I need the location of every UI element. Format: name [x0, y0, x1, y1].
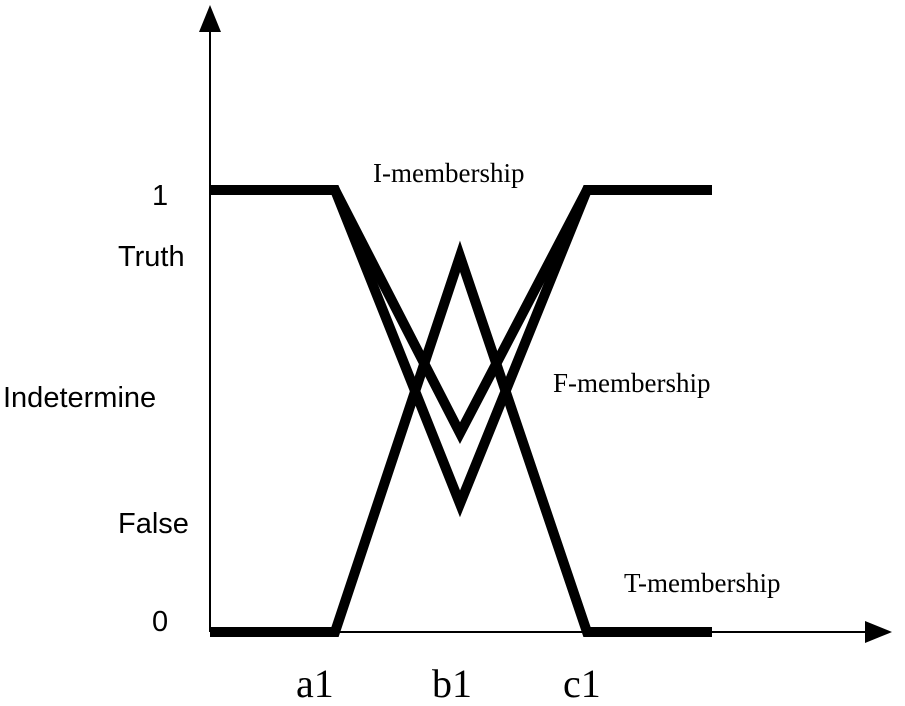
label-f-membership: F-membership [553, 368, 711, 398]
y-label-truth: Truth [118, 241, 185, 273]
x-label-a1: a1 [296, 661, 334, 706]
x-axis-arrowhead [865, 621, 892, 643]
y-axis-arrowhead [199, 5, 221, 32]
y-label-zero: 0 [152, 606, 169, 638]
curves-layer [210, 185, 712, 637]
x-label-b1: b1 [432, 661, 472, 706]
y-label-one: 1 [152, 180, 169, 212]
label-i-membership: I-membership [373, 158, 525, 188]
y-label-indeterminate: Indetermine [3, 382, 157, 414]
y-label-false: False [118, 508, 189, 540]
label-t-membership: T-membership [624, 568, 781, 598]
x-label-c1: c1 [563, 661, 601, 706]
t-membership-curve [210, 240, 712, 637]
f-membership-curve [210, 185, 712, 518]
